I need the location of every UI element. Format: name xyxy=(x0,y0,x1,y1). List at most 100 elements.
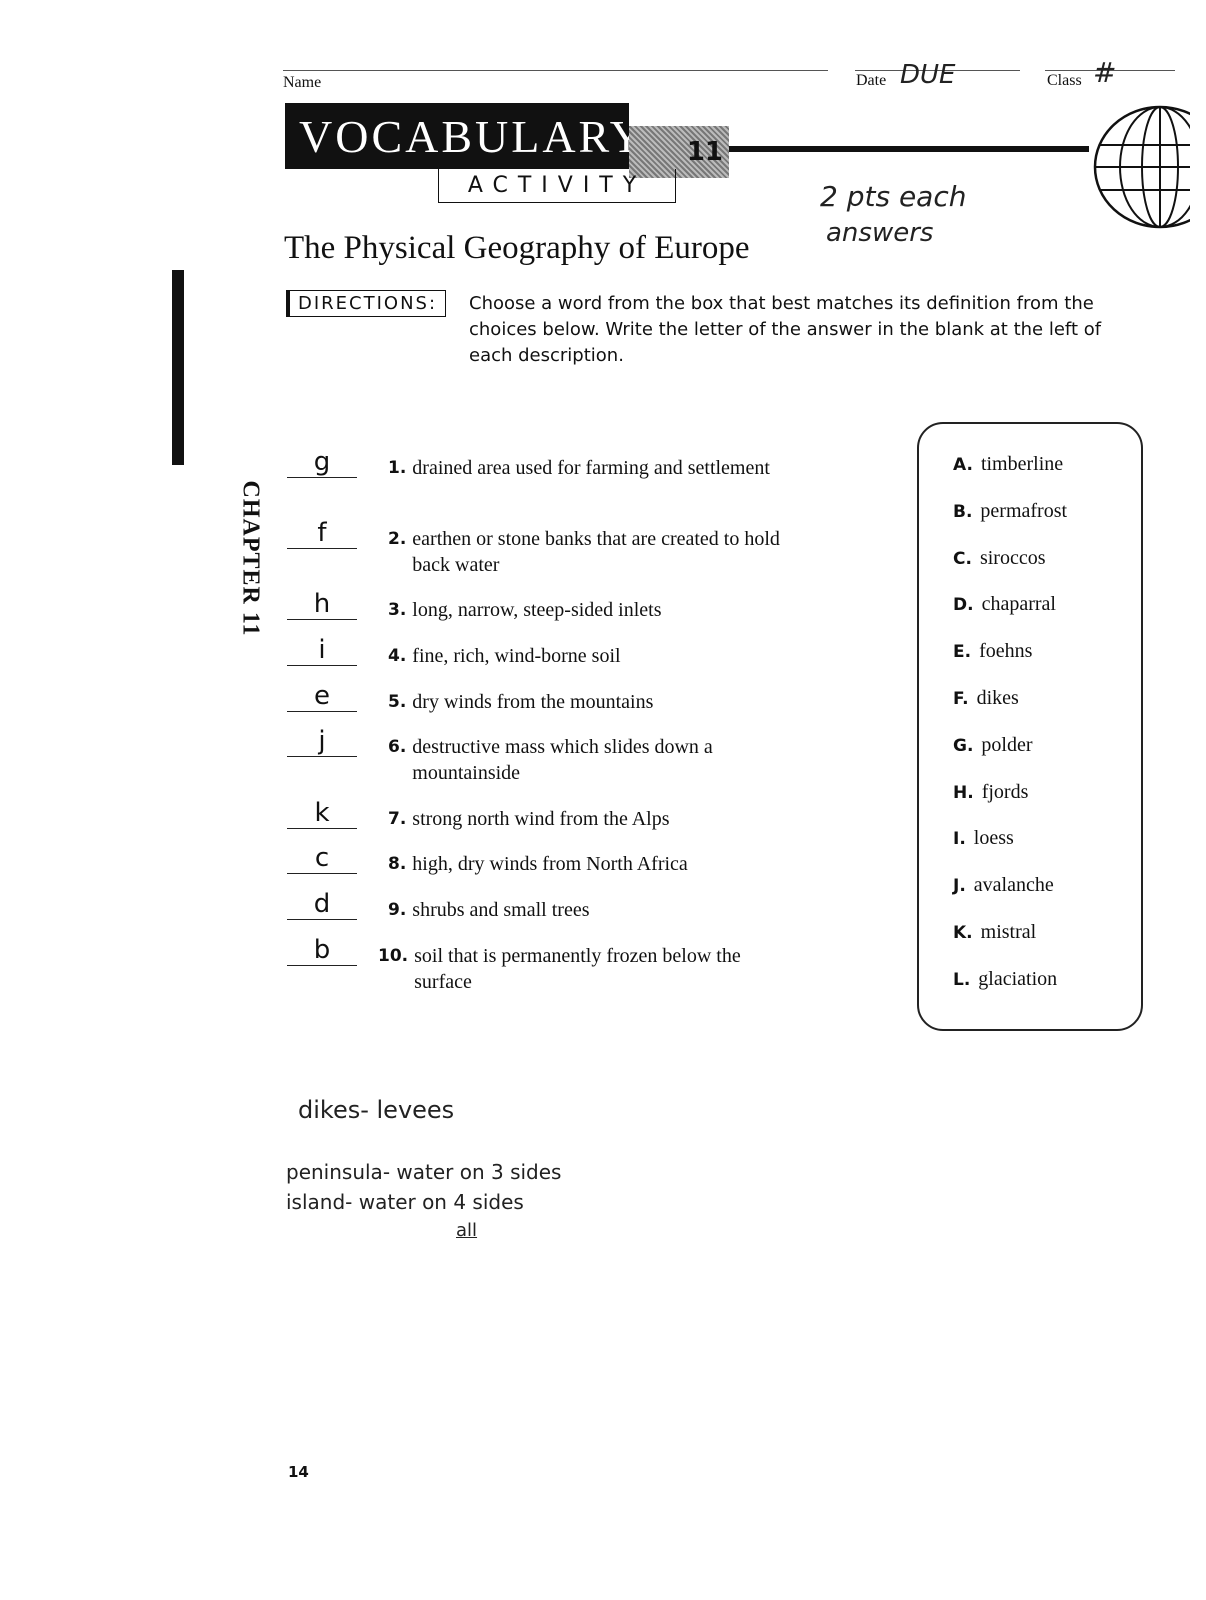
question-item: 2.earthen or stone banks that are create… xyxy=(388,526,798,578)
question-text: drained area used for farming and settle… xyxy=(412,457,770,479)
choice-item: H. fjords xyxy=(953,781,1028,804)
question-text: high, dry winds from North Africa xyxy=(412,853,688,875)
question-text: soil that is permanently frozen below th… xyxy=(414,945,741,993)
answer-blank[interactable]: g xyxy=(287,447,357,478)
question-text: shrubs and small trees xyxy=(412,899,590,921)
class-label: Class xyxy=(1047,72,1082,89)
question-item: 7.strong north wind from the Alps xyxy=(388,806,798,832)
banner-subtitle: ACTIVITY xyxy=(438,169,676,203)
note-dikes: dikes- levees xyxy=(298,1096,455,1124)
date-label: Date xyxy=(856,72,887,89)
directions-label: DIRECTIONS: xyxy=(286,290,447,317)
vocabulary-banner: VOCABULARY xyxy=(285,103,646,169)
choice-letter: I. xyxy=(953,829,966,850)
word-box xyxy=(917,422,1143,1031)
question-number: 6. xyxy=(388,737,407,757)
question-item: 5.dry winds from the mountains xyxy=(388,689,798,715)
points-annotation-2: answers xyxy=(826,218,934,248)
choice-letter: F. xyxy=(953,689,969,709)
left-bar xyxy=(172,270,184,465)
choice-word: siroccos xyxy=(979,546,1046,569)
question-text: fine, rich, wind-borne soil xyxy=(412,645,621,667)
question-item: 1.drained area used for farming and sett… xyxy=(388,455,798,481)
choice-word: loess xyxy=(973,827,1014,850)
answer-blank[interactable]: k xyxy=(287,798,357,829)
answer-blank[interactable]: h xyxy=(287,589,357,620)
choice-item: E. foehns xyxy=(953,640,1032,663)
choice-letter: G. xyxy=(953,735,974,756)
answer-blank[interactable]: i xyxy=(287,635,357,666)
question-number: 8. xyxy=(388,854,407,874)
choice-item: G. polder xyxy=(953,734,1033,757)
choice-item: D. chaparral xyxy=(953,593,1056,616)
choice-word: timberline xyxy=(980,453,1064,475)
choice-item: F. dikes xyxy=(953,687,1019,710)
question-number: 1. xyxy=(388,458,407,478)
choice-letter: E. xyxy=(953,642,972,663)
globe-icon xyxy=(1093,105,1190,229)
choice-word: polder xyxy=(981,733,1033,756)
answer-blank[interactable]: e xyxy=(287,681,357,712)
note-island: island- water on 4 sides xyxy=(286,1190,524,1214)
answer-blank[interactable]: b xyxy=(287,935,357,966)
choice-item: K. mistral xyxy=(953,921,1036,944)
question-item: 9.shrubs and small trees xyxy=(388,897,798,923)
class-value[interactable]: # xyxy=(1093,56,1117,89)
choice-word: chaparral xyxy=(981,593,1056,616)
page-number: 14 xyxy=(288,1463,309,1481)
choice-word: mistral xyxy=(980,921,1037,943)
page-title: The Physical Geography of Europe xyxy=(284,230,750,266)
choice-word: dikes xyxy=(976,687,1019,709)
answer-blank[interactable]: f xyxy=(287,518,357,549)
choice-word: avalanche xyxy=(973,874,1054,897)
directions-text: Choose a word from the box that best mat… xyxy=(469,293,1102,366)
choice-word: foehns xyxy=(979,640,1033,663)
choice-item: A. timberline xyxy=(953,453,1063,476)
choice-letter: L. xyxy=(953,969,971,990)
question-number: 3. xyxy=(388,600,407,620)
choice-letter: J. xyxy=(953,876,966,897)
question-text: dry winds from the mountains xyxy=(412,691,654,713)
question-number: 2. xyxy=(388,529,407,549)
points-annotation-1: 2 pts each xyxy=(820,180,967,213)
choice-item: C. siroccos xyxy=(953,547,1045,570)
note-all: all xyxy=(456,1220,478,1241)
question-text: long, narrow, steep-sided inlets xyxy=(412,599,662,621)
answer-blank[interactable]: c xyxy=(287,843,357,874)
answer-blank[interactable]: d xyxy=(287,889,357,920)
date-value[interactable]: DUE xyxy=(900,60,956,90)
choice-item: J. avalanche xyxy=(953,874,1054,897)
choice-letter: H. xyxy=(953,782,974,803)
question-item: 10.soil that is permanently frozen below… xyxy=(378,943,788,995)
question-number: 10. xyxy=(378,946,409,966)
choice-letter: A. xyxy=(953,455,973,475)
choice-word: permafrost xyxy=(980,499,1068,522)
name-label: Name xyxy=(283,74,322,91)
choice-letter: D. xyxy=(953,595,974,616)
question-text: earthen or stone banks that are created … xyxy=(412,528,780,576)
question-item: 8.high, dry winds from North Africa xyxy=(388,851,798,877)
question-number: 5. xyxy=(388,692,407,712)
choice-item: B. permafrost xyxy=(953,500,1067,523)
question-item: 4.fine, rich, wind-borne soil xyxy=(388,643,798,669)
question-item: 3.long, narrow, steep-sided inlets xyxy=(388,597,798,623)
choice-word: glaciation xyxy=(978,967,1058,990)
choice-letter: K. xyxy=(953,923,973,943)
question-text: strong north wind from the Alps xyxy=(412,808,670,830)
choice-word: fjords xyxy=(981,780,1029,803)
banner-rule xyxy=(729,146,1089,152)
answer-blank[interactable]: j xyxy=(287,726,357,757)
note-peninsula: peninsula- water on 3 sides xyxy=(286,1160,562,1184)
choice-letter: B. xyxy=(953,501,973,522)
chapter-side-tab: CHAPTER 11 xyxy=(237,480,264,637)
question-number: 4. xyxy=(388,646,407,666)
question-item: 6.destructive mass which slides down a m… xyxy=(388,734,798,786)
choice-item: I. loess xyxy=(953,827,1014,850)
question-number: 7. xyxy=(388,809,407,829)
choice-letter: C. xyxy=(953,548,972,569)
chapter-badge: 11 xyxy=(629,126,729,178)
banner-title: VOCABULARY xyxy=(299,111,646,162)
question-text: destructive mass which slides down a mou… xyxy=(412,736,713,784)
question-number: 9. xyxy=(388,900,407,920)
choice-item: L. glaciation xyxy=(953,968,1057,991)
